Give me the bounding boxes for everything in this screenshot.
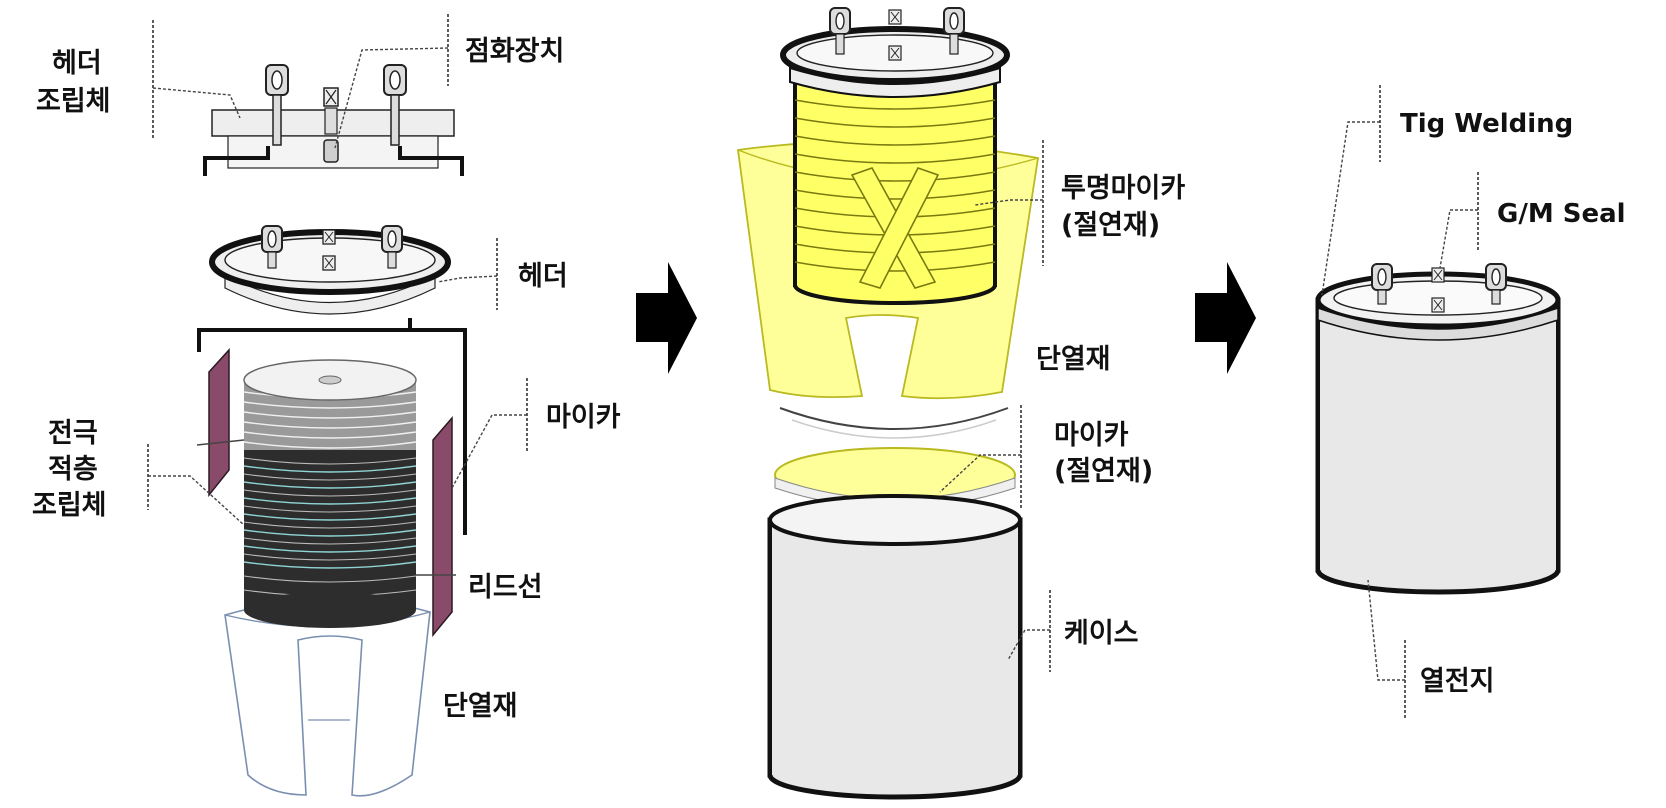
label-mica: 마이카 [546,402,621,433]
label-tig-welding: Tig Welding [1400,109,1573,139]
label-header-assembly-2: 조립체 [36,86,111,117]
label-mica-ins-2: (절연재) [1054,456,1153,487]
electrode-stack-part [243,359,417,628]
middle-callouts [939,140,1051,672]
label-igniter: 점화장치 [465,36,564,67]
label-stack-2: 적층 [48,454,98,485]
label-insulator-left: 단열재 [443,691,518,722]
header-assembly-part [203,64,464,176]
label-lead-wire: 리드선 [468,572,543,603]
insulator-left-part [224,598,431,797]
label-stack-3: 조립체 [32,490,107,521]
label-insulator-mid: 단열재 [1036,344,1111,375]
case-part [767,494,1023,800]
arrow-right-icon [636,262,697,374]
label-stack-1: 전극 [48,418,98,449]
left-callouts [147,14,528,526]
right-callouts [1321,85,1479,720]
header-disc-part [209,225,451,315]
label-gm-seal: G/M Seal [1497,199,1626,229]
clear-mica-stack-part [780,7,1010,305]
bracket-right [410,328,467,535]
mica-insulator-part [774,407,1016,509]
label-clear-mica-2: (절연재) [1061,210,1160,241]
bracket-left [197,318,412,352]
label-clear-mica-1: 투명마이카 [1061,173,1185,204]
label-mica-ins-1: 마이카 [1054,420,1129,451]
label-header: 헤더 [518,261,568,292]
thermal-battery-part [1315,263,1561,595]
arrow-right-icon-2 [1195,262,1256,374]
label-header-assembly-1: 헤더 [52,48,102,79]
label-case: 케이스 [1064,618,1139,649]
label-thermal-battery: 열전지 [1420,666,1495,697]
mica-plates [196,348,456,638]
